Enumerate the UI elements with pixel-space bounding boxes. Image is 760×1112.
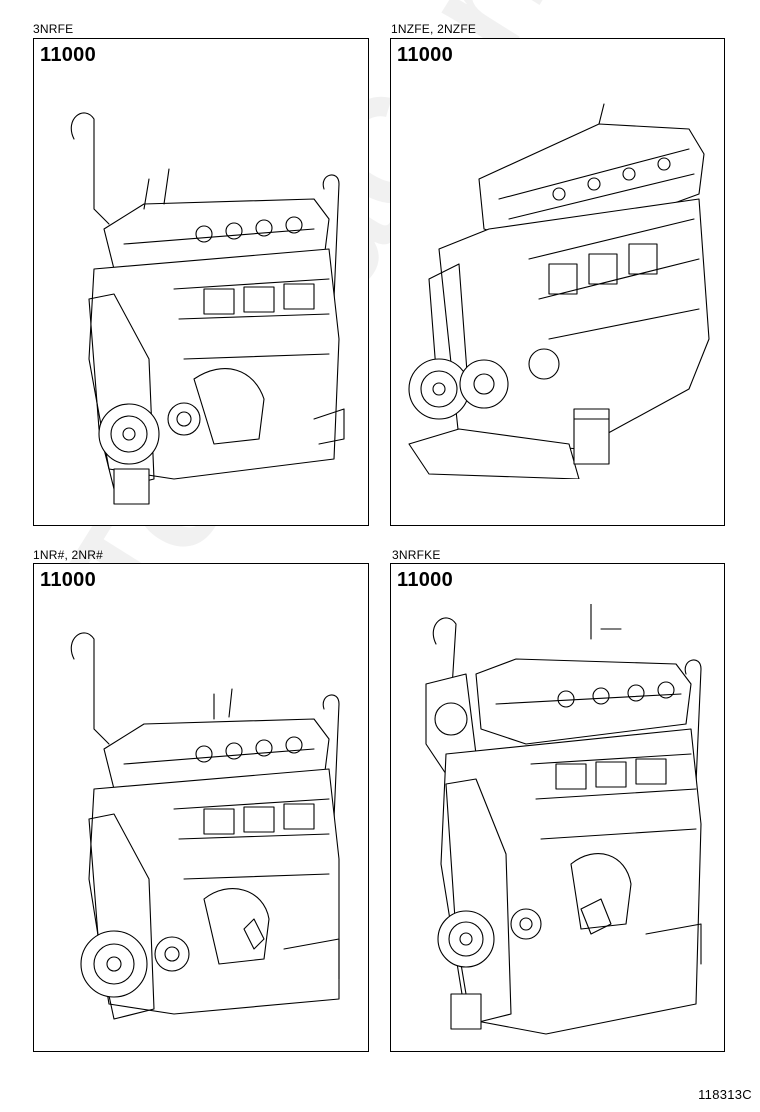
part-number-label[interactable]: 11000 <box>397 569 454 591</box>
panel-1: 11000 <box>33 38 369 526</box>
panel-4: 11000 <box>390 563 725 1052</box>
panel-2: 11000 <box>390 38 725 526</box>
panel-4-caption: 3NRFKE <box>392 548 441 562</box>
part-number-label[interactable]: 11000 <box>40 44 97 66</box>
diagram-code: 118313C <box>698 1087 752 1102</box>
engine-illustration <box>408 103 710 479</box>
part-number-label[interactable]: 11000 <box>40 569 97 591</box>
panel-3-caption: 1NR#, 2NR# <box>33 548 104 562</box>
panel-2-caption: 1NZFE, 2NZFE <box>391 22 477 36</box>
engine-illustration <box>70 632 340 1020</box>
part-number-label[interactable]: 11000 <box>397 44 454 66</box>
engine-illustration <box>70 112 345 505</box>
panel-1-caption: 3NRFE <box>33 22 74 36</box>
engine-illustration <box>425 604 702 1035</box>
panel-3: 11000 <box>33 563 369 1052</box>
